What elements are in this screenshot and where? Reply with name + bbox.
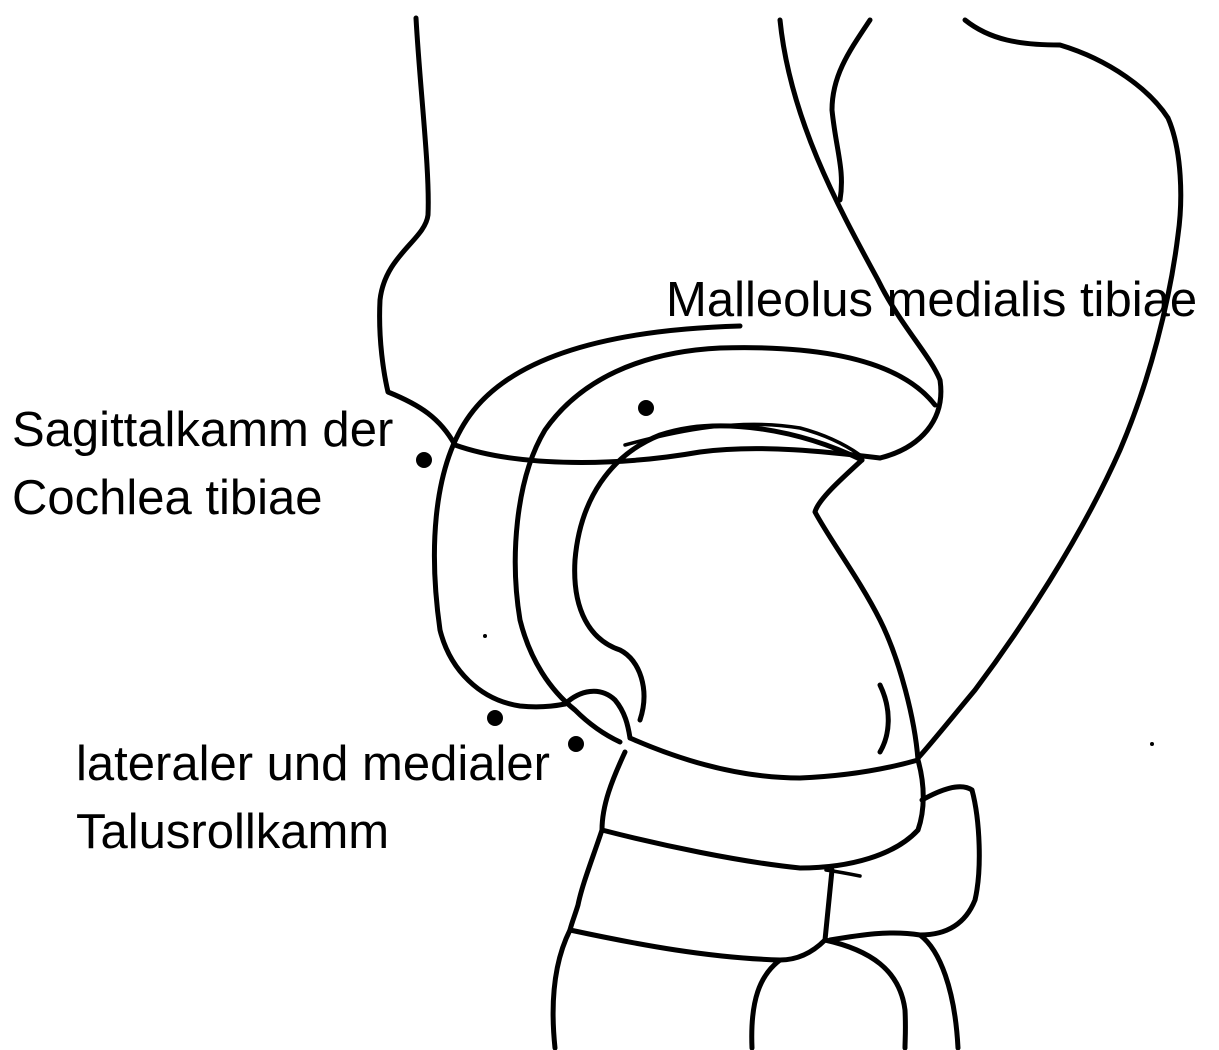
talus-neck	[880, 685, 888, 752]
talus-trochlea	[434, 326, 935, 778]
third-tarsal-edge	[570, 830, 832, 960]
metatarsal-bones	[553, 930, 958, 1048]
metatarsal-central-left	[752, 960, 780, 1048]
speck-dot	[483, 634, 487, 638]
tibia-distal-edge	[455, 445, 880, 462]
label-talus-line2: Talusrollkamm	[76, 805, 389, 859]
talus-body-distal	[630, 738, 918, 778]
metatarsal-medial	[920, 935, 958, 1048]
metatarsal-lateral	[553, 930, 570, 1048]
trochlea-inner-groove	[575, 426, 862, 720]
label-talus-line1: lateraler und medialer	[76, 737, 550, 791]
talus-body-medial	[815, 460, 918, 760]
label-sagittal-line1: Sagittalkamm der	[12, 403, 393, 457]
tibia-medial-edge	[780, 20, 941, 458]
calcaneus-edge	[918, 20, 1181, 758]
diagram-labels: Malleolus medialis tibiae Sagittalkamm d…	[12, 273, 1197, 859]
tibia-lateral-edge	[380, 18, 455, 445]
marker-malleolus	[638, 400, 654, 416]
metatarsal-central-right	[825, 940, 905, 1048]
trochlea-outer-ridge	[434, 326, 740, 707]
marker-talus-lateral-ridge	[487, 710, 503, 726]
label-malleolus: Malleolus medialis tibiae	[666, 273, 1197, 327]
calcaneus-outline	[832, 20, 1181, 758]
marker-talus-medial-ridge	[568, 736, 584, 752]
landmark-markers	[416, 400, 1154, 752]
calcaneus-inner-edge	[832, 20, 870, 200]
marker-sagittal-crest	[416, 452, 432, 468]
label-sagittal-line2: Cochlea tibiae	[12, 471, 323, 525]
tibia-outline	[380, 18, 941, 462]
speck-dot-right	[1150, 742, 1154, 746]
